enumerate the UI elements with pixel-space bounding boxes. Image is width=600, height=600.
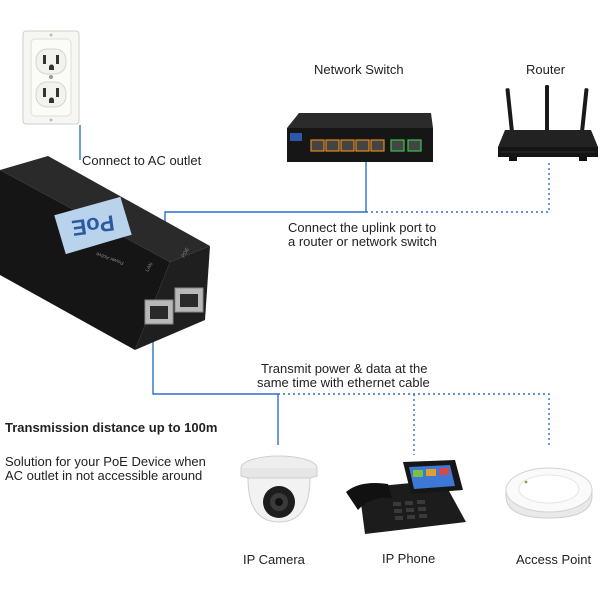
ip-phone-icon xyxy=(346,460,466,534)
devices-dotted-link xyxy=(278,393,550,448)
ip-camera-icon xyxy=(240,455,318,523)
router-dotted-link xyxy=(366,160,550,213)
uplink-label-line1: Connect the uplink port to xyxy=(288,220,437,235)
solution-text-line1: Solution for your PoE Device when xyxy=(5,454,206,469)
uplink-label-line2: a router or network switch xyxy=(288,234,437,249)
ip-camera-label: IP Camera xyxy=(243,552,305,567)
solution-text-line2: AC outlet in not accessible around xyxy=(5,468,203,483)
poe-injector-icon: PoE Power Active LAN POE xyxy=(0,156,210,350)
network-switch-icon xyxy=(287,113,433,162)
injector-lan-port xyxy=(144,299,174,325)
injector-poe-label: POE xyxy=(181,246,192,259)
ip-phone-label: IP Phone xyxy=(382,551,436,566)
router-label: Router xyxy=(526,62,566,77)
access-point-icon xyxy=(505,467,593,519)
network-switch-label: Network Switch xyxy=(314,62,404,77)
access-point-label: Access Point xyxy=(516,552,592,567)
transmit-label-line1: Transmit power & data at the xyxy=(261,361,428,376)
power-outlet-icon xyxy=(22,30,80,125)
injector-badge: PoE xyxy=(70,210,116,241)
router-icon xyxy=(498,85,598,161)
poe-output-cable xyxy=(152,340,279,445)
transmit-label-line2: same time with ethernet cable xyxy=(257,375,430,390)
injector-poe-port xyxy=(174,287,204,313)
distance-heading: Transmission distance up to 100m xyxy=(5,420,218,435)
ac-outlet-label: Connect to AC outlet xyxy=(82,153,202,168)
injector-lan-label: LAN xyxy=(145,261,155,273)
